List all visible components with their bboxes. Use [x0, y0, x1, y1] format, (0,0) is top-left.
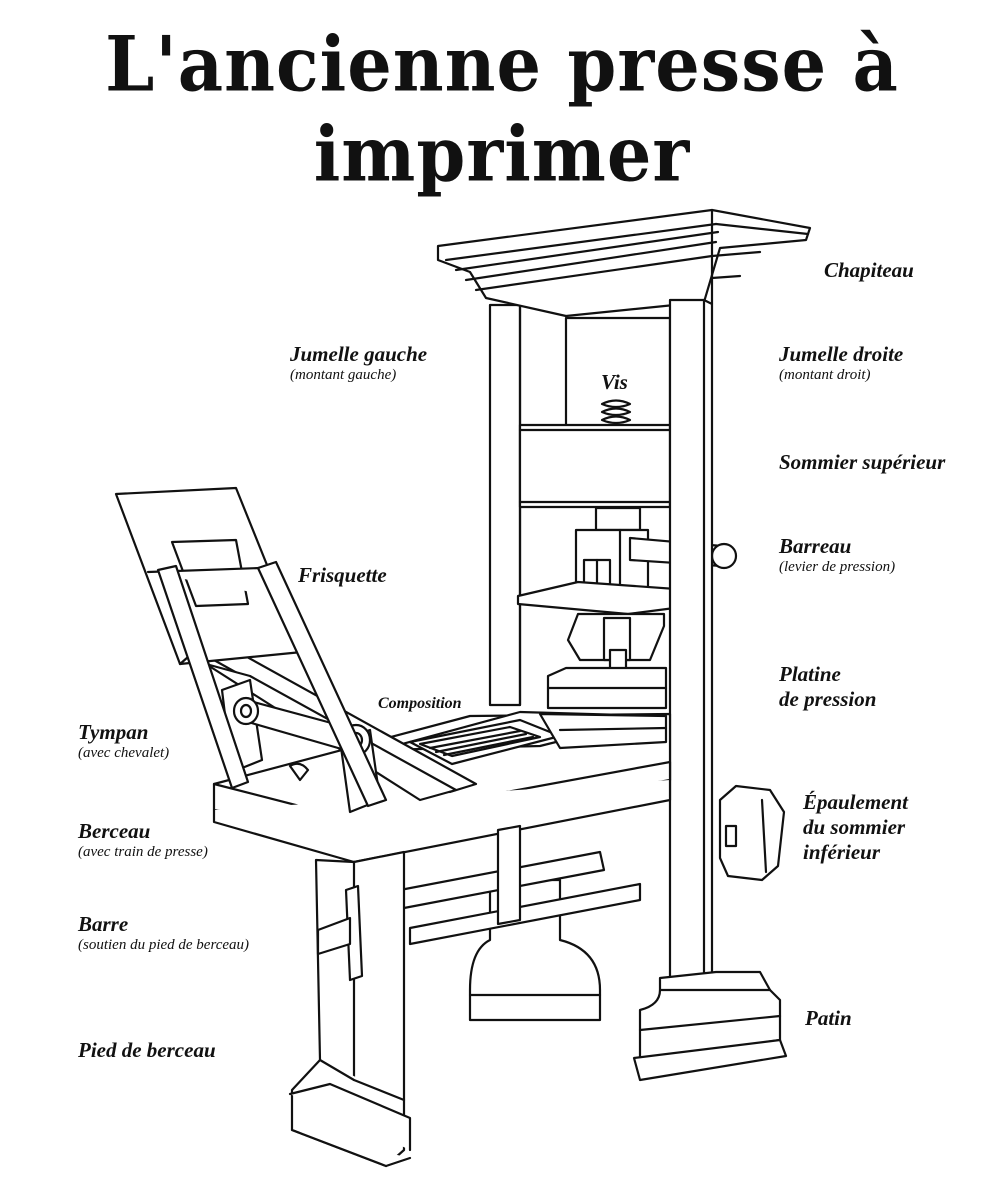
label-jumelle-droite: Jumelle droite (montant droit) [779, 342, 904, 383]
screw [600, 399, 632, 425]
diagram-title: L'ancienne presse à imprimer [105, 19, 899, 199]
label-barreau: Barreau (levier de pression) [779, 534, 896, 575]
label-pied-de-berceau: Pied de berceau [78, 1038, 216, 1062]
label-berceau: Berceau (avec train de presse) [78, 819, 208, 860]
composition-forme [408, 712, 668, 766]
right-upright [668, 298, 714, 982]
label-frisquette: Frisquette [298, 563, 387, 587]
label-chapiteau: Chapiteau [824, 258, 914, 282]
label-platine: Platine de pression [779, 662, 877, 711]
label-vis: Vis [601, 370, 628, 394]
label-sommier-superieur: Sommier supérieur [779, 450, 946, 474]
label-jumelle-gauche: Jumelle gauche (montant gauche) [290, 342, 428, 383]
upper-frame [518, 316, 672, 509]
front-leg [288, 850, 412, 1168]
platen-assembly [516, 580, 692, 710]
chapiteau-crown [436, 208, 812, 318]
rear-leg [496, 824, 522, 926]
patin-foot [632, 970, 788, 1082]
lower-shoulder [718, 784, 786, 882]
label-tympan: Tympan (avec chevalet) [78, 720, 170, 761]
frisquette-frame [114, 486, 388, 808]
label-barre: Barre (soutien du pied de berceau) [78, 912, 250, 953]
label-epaulement: Épaulement du sommier inférieur [803, 790, 909, 864]
left-upright [488, 303, 522, 707]
label-patin: Patin [805, 1006, 852, 1030]
label-composition: Composition [378, 695, 462, 712]
